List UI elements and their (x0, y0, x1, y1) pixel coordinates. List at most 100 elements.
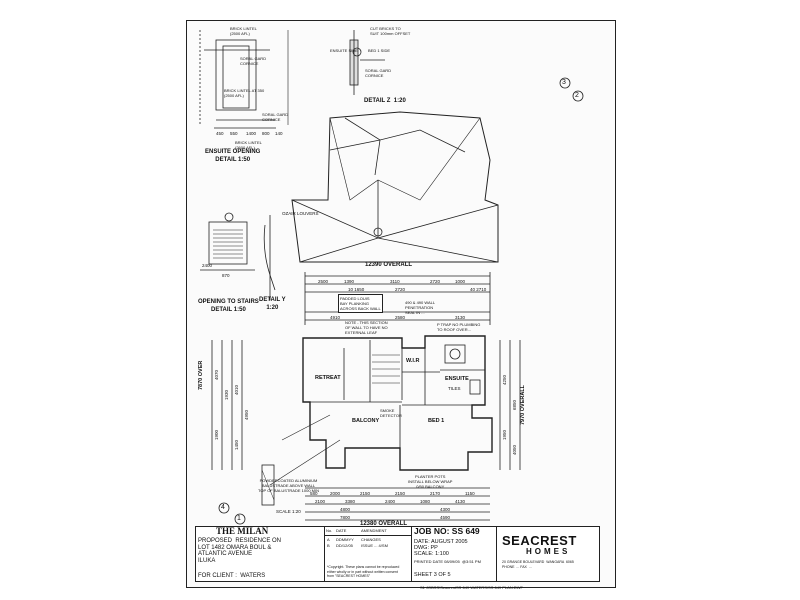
left-overall-dim: 7870 OVER (198, 360, 204, 390)
opening-stairs-dim: 2400 (202, 263, 213, 268)
detail-z-label: CUT BRICKS TO SUIT 100mm OFFSET (370, 26, 411, 36)
bottom-dim: 3380 (345, 499, 356, 504)
drawing-date: DATE: AUGUST 2005 (414, 539, 468, 545)
detail-z-label: SORAL GARD CORNICE (240, 56, 267, 66)
top-dim: 2720 (395, 287, 406, 292)
top-dim: 3110 (390, 279, 400, 284)
bottom-dim: 1150 (465, 491, 475, 496)
marker-label: 3 (562, 79, 566, 86)
top-dim: 2580 (395, 315, 406, 320)
room-wir: W.I.R (406, 358, 420, 364)
bottom-dim: 2170 (430, 491, 441, 496)
left-dim: 1450 (234, 439, 239, 450)
detail-z-dim: 550 (230, 131, 238, 136)
top-dim: 10 1650 (348, 287, 365, 292)
detail-y-label: OZAIR LOUVERS (282, 211, 319, 216)
scale-note: SCALE 1:20 (276, 509, 301, 514)
room-retreat: RETREAT (315, 375, 341, 381)
plan-note: 490 & 490 WALL PENETRATION SEAL IN ... (405, 300, 436, 315)
ensuite-opening-title: ENSUITE OPENING DETAIL 1:50 (205, 149, 261, 163)
right-dim: 1950 (502, 429, 507, 440)
rev-row-amendment: CHANGES (361, 537, 381, 542)
marker-label: 2 (575, 92, 579, 99)
bottom-dim: 1080 (420, 499, 431, 504)
room-bed1: BED 1 (428, 418, 445, 424)
bottom-dim: 2400 (385, 499, 396, 504)
bottom-overall-dim: 12380 OVERALL (360, 521, 408, 527)
rev-row-no: A (327, 537, 330, 542)
file-path: S1 JOBSS\SeacrestSS 649 WATERS\SS 649 PL… (420, 585, 523, 590)
right-overall-dim: 7970 OVERALL (520, 384, 526, 425)
left-dim: 4010 (234, 384, 239, 395)
bottom-dim: 2150 (395, 491, 406, 496)
opening-stairs-title: OPENING TO STAIRS DETAIL 1:50 (198, 299, 259, 313)
detail-z-title: DETAIL Z 1:20 (364, 98, 406, 104)
top-dim: 3130 (455, 315, 466, 320)
detail-z-label: BRICK LINTEL (2600 AFL) (235, 140, 262, 150)
title-block: THE MILAN PROPOSED RESIDENCE ON LOT 1482… (195, 526, 600, 582)
left-dim: 4070 (214, 369, 219, 380)
rev-row-date: DDMMYY (336, 537, 354, 542)
detail-z-label: BRICK LINTEL AT 350 (2500 AFL) (224, 88, 265, 98)
proposed-address: PROPOSED RESIDENCE ON LOT 1482 OMARA BOU… (198, 538, 282, 564)
detail-z-label: SORAL GARD CORNICE (365, 68, 392, 78)
section-marker-2 (572, 90, 584, 102)
plan-note: P TRAP NO PLUMBING TO ROOF OVER... (437, 322, 481, 332)
bottom-dim: 4300 (440, 507, 451, 512)
bottom-dim: 2100 (315, 499, 326, 504)
smoke-detector-label: SMOKE DETECTOR (380, 408, 402, 418)
left-dim: 1930 (224, 389, 229, 400)
section-marker-1 (234, 513, 246, 525)
opening-stairs-dim: 870 (222, 273, 230, 278)
top-dim: 40 2710 (470, 287, 487, 292)
plan-note: NOTE - THIS SECTION OF WALL TO HAVE NO E… (345, 320, 388, 335)
room-tiles: TILES (448, 386, 461, 391)
section-marker-4 (218, 502, 230, 514)
drawing-scale: SCALE: 1:100 (414, 551, 449, 557)
detail-z-dim: 140 (275, 131, 283, 136)
top-dim: 1000 (455, 279, 466, 284)
bottom-dim: 4800 (340, 507, 351, 512)
right-dim: 6850 (512, 399, 517, 410)
bottom-dim: 580 (310, 491, 318, 496)
room-ensuite: ENSUITE (445, 376, 469, 382)
rev-header-amendment: AMENDMENT (361, 528, 387, 533)
bottom-dim: 2150 (360, 491, 371, 496)
planter-note: PLANTER POTS INSTALL BELOW WRAP 0/50 BAL… (408, 474, 453, 489)
right-dim: 4250 (502, 374, 507, 385)
plan-note: PADDED LOUIS BAY PLANKING ACROSS BACK WA… (338, 294, 383, 313)
copyright-note: *Copyright. These plans cannot be reprod… (327, 565, 400, 578)
right-dim: 4050 (512, 444, 517, 455)
room-balcony: BALCONY (352, 418, 380, 424)
marker-label: 1 (237, 515, 241, 522)
rev-header-no: No. (326, 528, 333, 533)
top-dim: 4910 (330, 315, 341, 320)
top-dim: 1390 (344, 279, 355, 284)
detail-z-label: ENSUITE SIDE (330, 48, 358, 53)
bottom-dim: 2000 (330, 491, 341, 496)
left-dim: 4950 (244, 409, 249, 420)
detail-z-label: BRICK LINTEL (2500 AFL) (230, 26, 257, 36)
client-name: FOR CLIENT : WATERS (198, 573, 266, 579)
ensuite-opening-outline (215, 39, 257, 111)
top-overall-dim: 12390 OVERALL (365, 262, 413, 268)
left-dim: 1900 (214, 429, 219, 440)
company-logo-sub: HOMES (526, 547, 571, 556)
section-marker-3 (559, 77, 571, 89)
bottom-dim: 4590 (440, 515, 451, 520)
project-name: THE MILAN (216, 526, 269, 536)
company-address: 20 GRANGE BOULEVARD WANGARA 6065 PHONE .… (502, 560, 574, 569)
top-dim: 2500 (318, 279, 329, 284)
detail-y-title: DETAIL Y 1:20 (259, 297, 286, 311)
detail-z-dim: 1400 (246, 131, 257, 136)
detail-z-label: SORAL GARD CORNICE (262, 112, 289, 122)
rev-row-no: B (327, 543, 330, 548)
sheet-number: SHEET 3 OF 5 (414, 572, 451, 578)
drawing-sheet (186, 20, 616, 588)
job-number: JOB NO: SS 649 (414, 526, 480, 536)
top-dim: 2720 (430, 279, 441, 284)
company-logo-name: SEACREST (502, 533, 577, 548)
detail-z-dim: 450 (216, 131, 224, 136)
bottom-dim: 7800 (340, 515, 351, 520)
